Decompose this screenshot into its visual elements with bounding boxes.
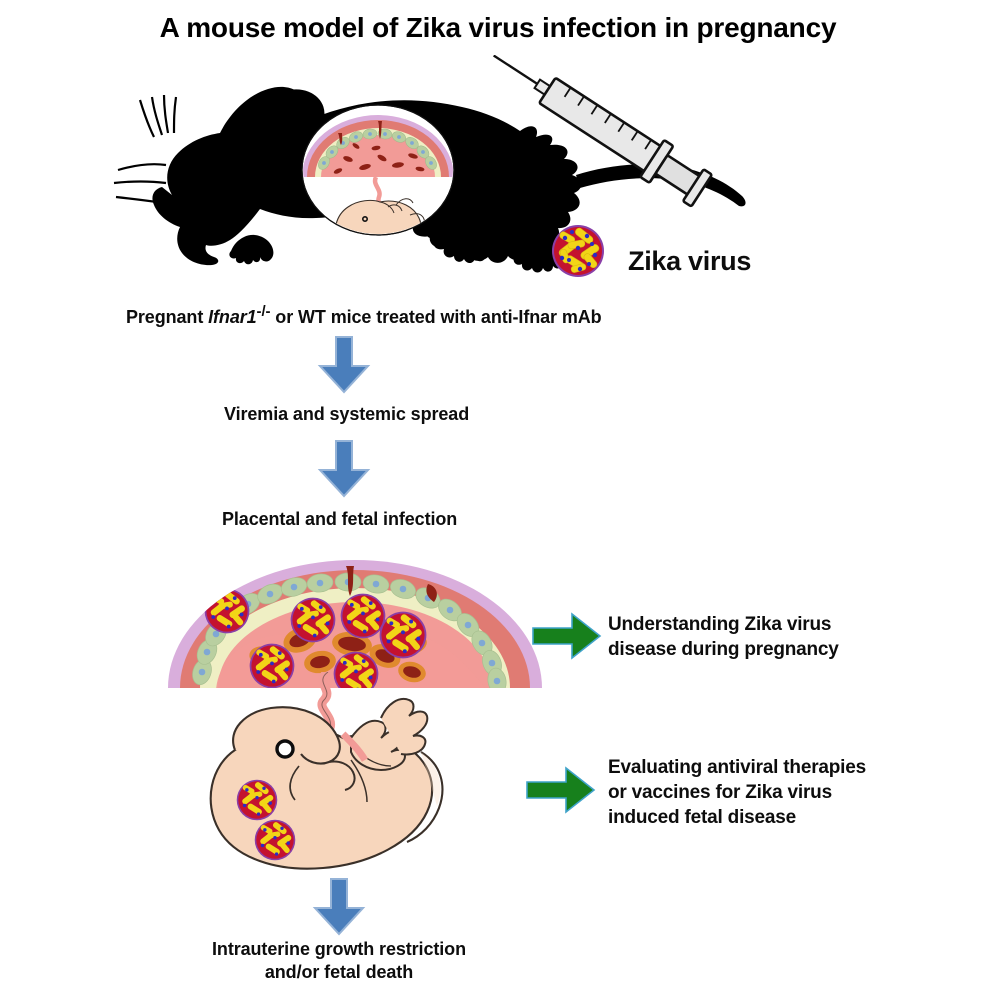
step-label-placental-fetal-infection: Placental and fetal infection [222,509,458,529]
arrow-down-blue-3 [312,878,366,936]
step-label-infection-model: Pregnant Ifnar1-/- or WT mice treated wi… [126,303,602,327]
page-title: A mouse model of Zika virus infection in… [159,12,837,43]
umbilical-cord [317,672,336,732]
mini-fetus [334,198,425,234]
mouse-ear-icon [259,89,325,145]
virus-caption: Zika virus [628,246,752,276]
arrow-down-blue-1 [317,336,371,394]
step-label-viremia: Viremia and systemic spread [224,404,470,424]
fetus-illustration [209,698,444,870]
whiskers-icon [113,94,178,205]
arrow-right-green-2 [526,766,596,814]
syringe-injection [493,55,713,208]
placenta-cross-section [168,560,542,688]
mini-placenta [303,115,453,177]
mouse-scene [113,55,746,277]
placenta-virus-particles [204,588,427,688]
uterus-inset-window [301,104,455,236]
arrow-right-green-1 [532,612,602,660]
fetus-eye-icon [275,739,295,759]
zika-virus-particle [552,225,604,277]
arrow-down-blue-2 [317,440,371,498]
fetus-virus-particle-2 [254,819,296,861]
fetus-virus-particle-1 [236,779,278,821]
